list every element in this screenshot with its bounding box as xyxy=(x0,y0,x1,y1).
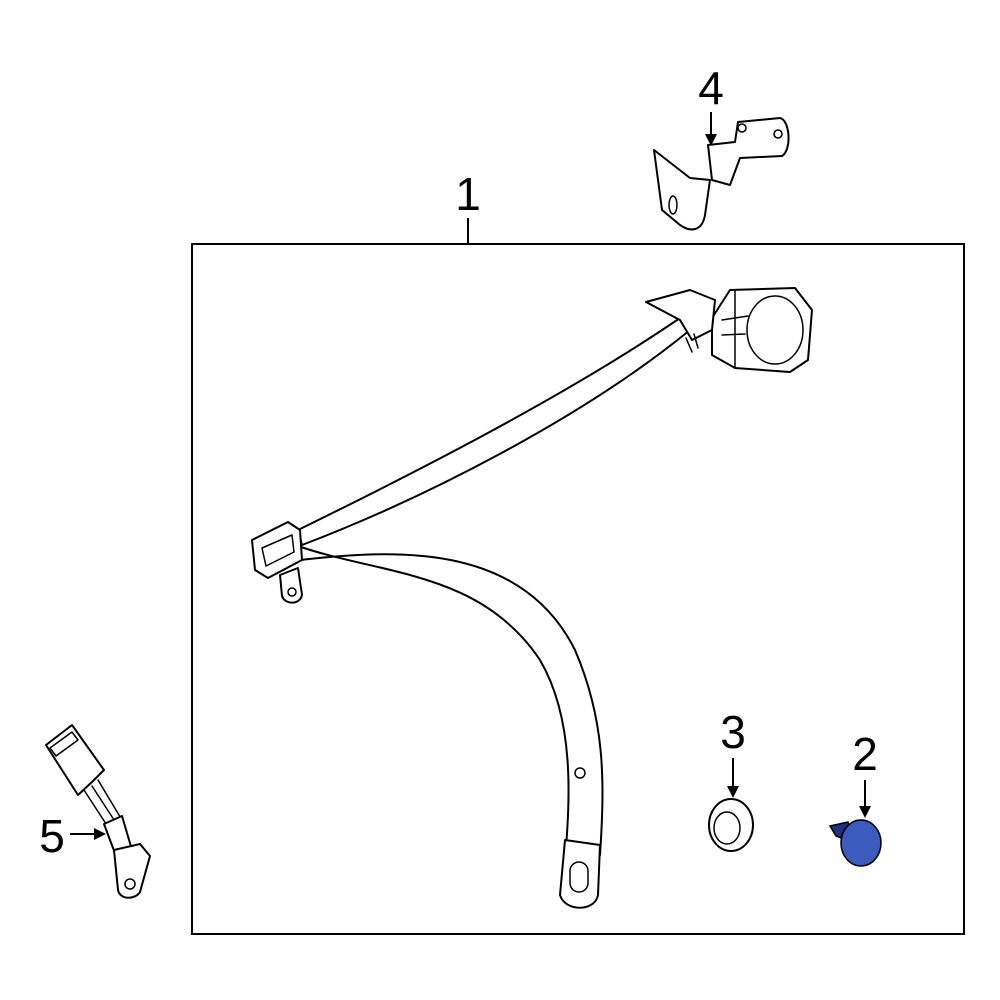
anchor-hole xyxy=(574,767,586,779)
callout-1-label: 1 xyxy=(455,168,481,220)
retractor-detail xyxy=(721,289,749,369)
bracket-tab xyxy=(685,333,699,353)
retractor-housing xyxy=(711,287,813,373)
bolt[interactable] xyxy=(828,819,882,867)
guide-tab xyxy=(279,567,303,604)
callout-5-label: 5 xyxy=(39,810,65,862)
assembly-frame xyxy=(191,243,965,935)
callout-4-label: 4 xyxy=(698,62,724,114)
buckle-slot xyxy=(49,731,79,757)
seat-belt-assembly[interactable] xyxy=(251,287,813,909)
guide-tab-hole xyxy=(287,587,297,597)
callout-1[interactable]: 1 xyxy=(455,168,481,244)
retractor-bracket xyxy=(645,289,716,341)
anchor-slot xyxy=(569,861,589,893)
callout-3-arrowhead xyxy=(727,786,739,798)
callout-3[interactable]: 3 xyxy=(720,706,746,798)
bracket-arm xyxy=(707,117,790,186)
bracket-arm-hole-2 xyxy=(773,129,783,139)
grommet[interactable] xyxy=(708,798,754,852)
buckle-anchor xyxy=(113,843,151,899)
retractor-spool xyxy=(746,295,804,365)
shoulder-webbing xyxy=(297,317,691,546)
upper-bracket[interactable] xyxy=(653,117,790,231)
lap-webbing xyxy=(294,544,604,861)
buckle-anchor-hole xyxy=(124,878,136,890)
seat-belt-buckle[interactable] xyxy=(45,724,151,899)
belt-guide-slot xyxy=(261,534,295,567)
callout-2-label: 2 xyxy=(852,728,878,780)
callout-2[interactable]: 2 xyxy=(852,728,878,818)
callout-5[interactable]: 5 xyxy=(39,810,106,862)
callout-5-arrowhead xyxy=(94,828,106,840)
lower-anchor-plate xyxy=(559,839,601,909)
bolt-head xyxy=(840,819,882,867)
callout-4[interactable]: 4 xyxy=(698,62,724,146)
bracket-plate xyxy=(653,149,711,231)
bracket-plate-hole xyxy=(668,195,678,215)
grommet-outer xyxy=(708,798,754,852)
callout-4-arrowhead xyxy=(705,134,717,146)
bracket-arm-hole-1 xyxy=(737,123,747,133)
callout-3-label: 3 xyxy=(720,706,746,758)
callout-2-arrowhead xyxy=(859,806,871,818)
grommet-inner xyxy=(713,811,741,845)
buckle-head xyxy=(45,724,105,796)
